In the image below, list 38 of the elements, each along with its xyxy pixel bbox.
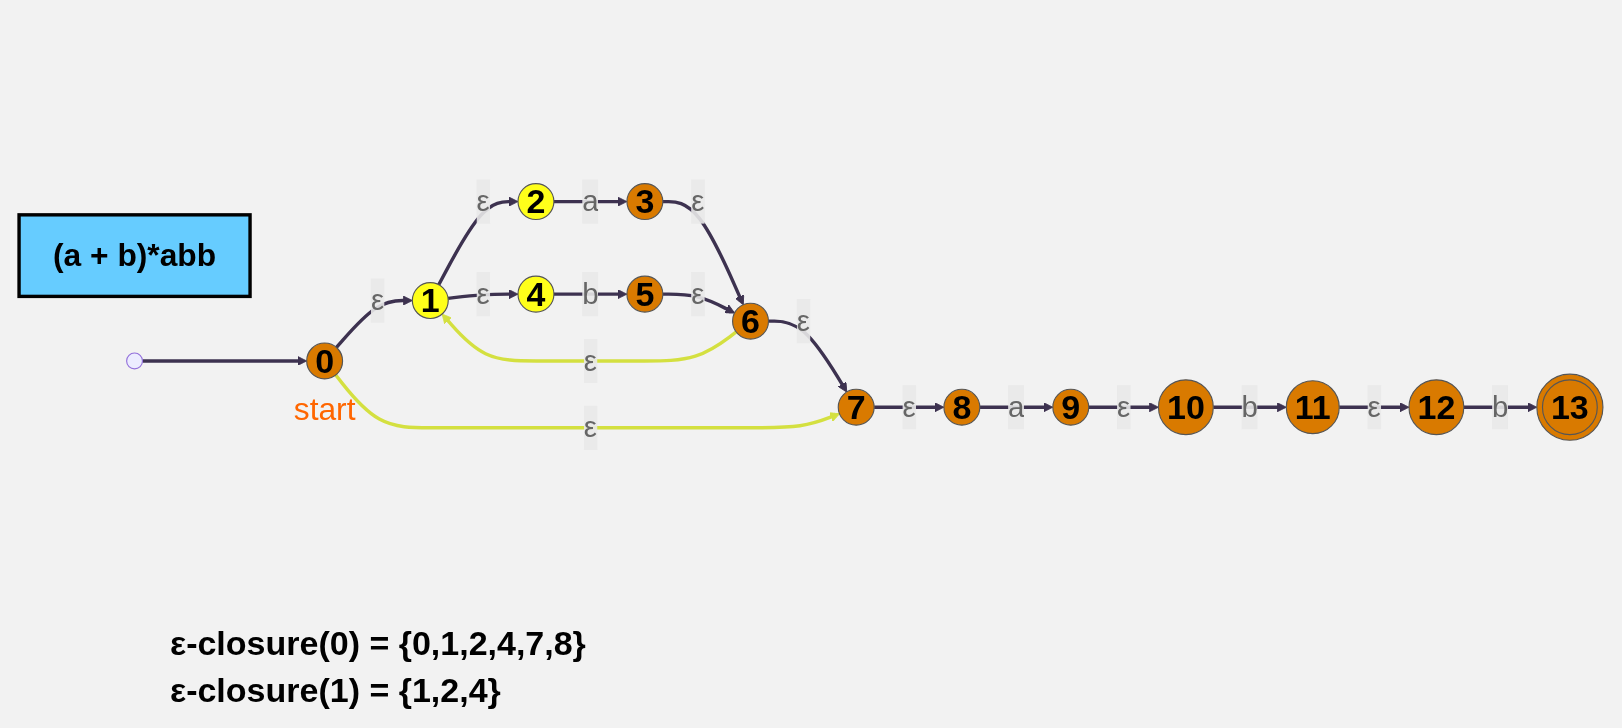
edge-label: ε [370,282,385,317]
edge-label: a [1008,389,1025,424]
arrow [437,196,519,286]
edge-label: b [1241,389,1258,424]
node-circle: 6 [732,302,770,340]
node-circle: 4 [517,275,555,313]
edge-label: b [582,276,599,311]
edge-label: ε [691,276,705,311]
node-circle: 12 [1408,379,1465,436]
edge-label: ε [583,343,597,378]
edge-label: ε [1367,389,1381,424]
node-circle: 5 [626,275,664,313]
edge-label: ε [583,410,597,445]
edge-label: ε [902,389,916,424]
edge-label: ε [691,184,705,219]
edge-label: ε [476,276,490,311]
node-circle: 0 [306,342,344,380]
closure-formula: ε-closure(1) = {1,2,4} [170,671,502,710]
arrow [441,313,738,363]
edge-label: a [582,184,599,219]
node-circle: 7 [837,388,875,426]
arrow [662,199,745,306]
node-circle: 10 [1157,379,1214,436]
edge-label: ε [476,184,490,219]
node-circle: 13 [1536,373,1604,441]
start-label: start [293,391,356,428]
node-circle: 9 [1052,388,1090,426]
closure-formula: ε-closure(0) = {0,1,2,4,7,8} [170,624,586,663]
edge-label: b [1492,389,1509,424]
node-circle: 11 [1285,380,1340,435]
node-circle: 2 [517,183,555,221]
node-circle: 3 [626,183,664,221]
node-box: (a + b)*abb [17,213,252,299]
arrow [334,374,840,430]
edge-label: ε [1117,389,1131,424]
node-circle: 8 [943,388,981,426]
node-circle: 1 [411,282,449,320]
edge-label: ε [796,303,810,338]
